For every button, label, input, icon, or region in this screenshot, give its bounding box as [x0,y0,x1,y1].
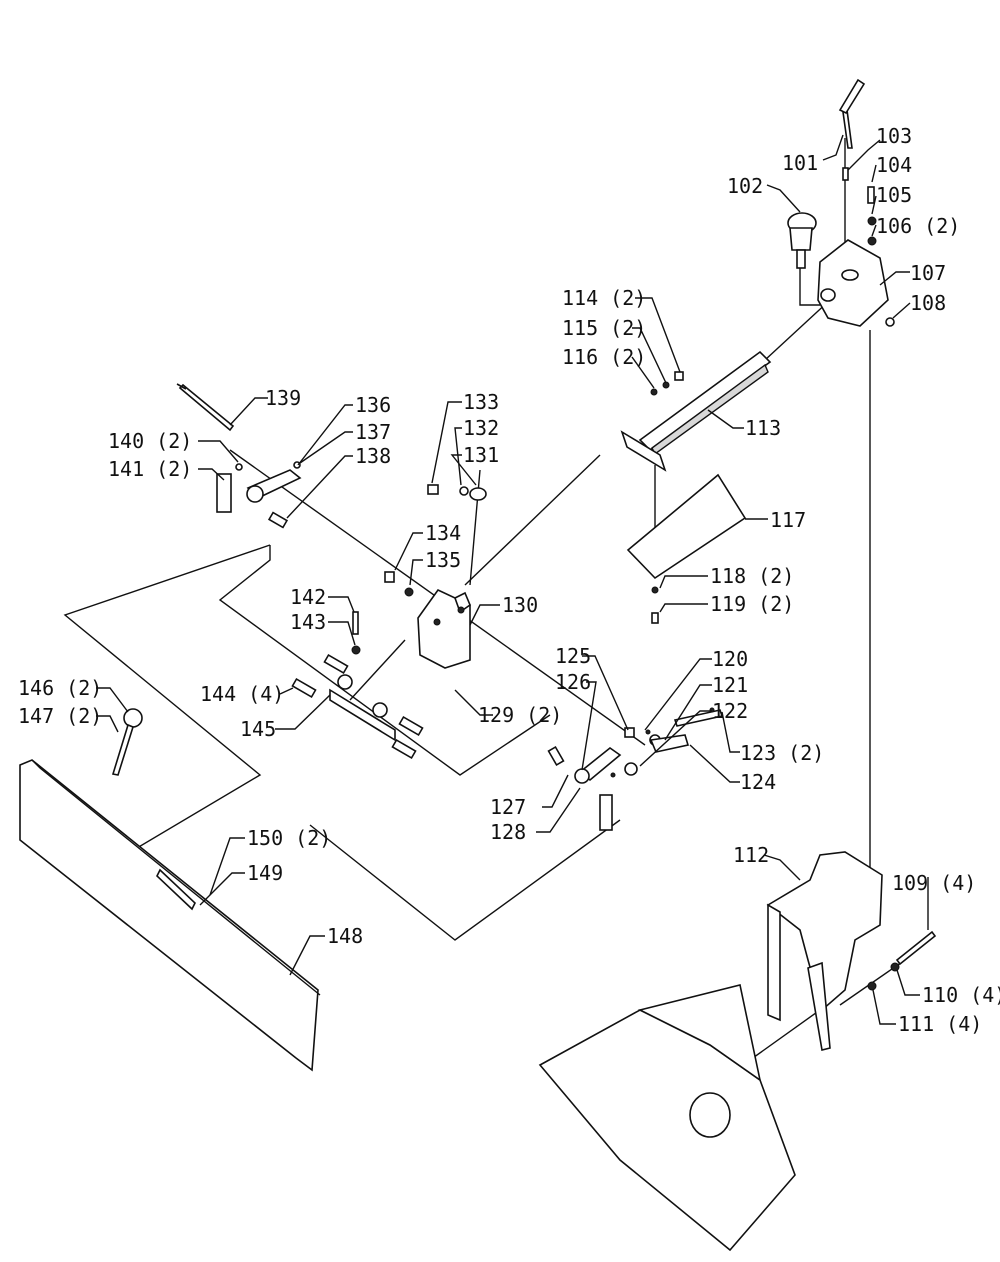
callout-105: 105 [876,183,912,207]
part-148-fence [19,759,321,1072]
callout-112: 112 [733,843,769,867]
callout-131: 131 [463,443,499,467]
callout-107: 107 [910,261,946,285]
part-101-handle [838,78,866,149]
callout-125: 125 [555,644,591,668]
callout-106: 106 (2) [876,214,960,238]
part-113-rail [620,350,772,472]
part-114-116-screws [650,371,684,396]
callout-117: 117 [770,508,806,532]
callout-118: 118 (2) [710,564,794,588]
part-104-105-106-fasteners [842,167,877,246]
part-112-stand [766,851,883,1051]
callout-110: 110 (4) [922,983,1000,1007]
callout-134: 134 [425,521,461,545]
callout-146: 146 (2) [18,676,102,700]
callout-128: 128 [490,820,526,844]
callout-148: 148 [327,924,363,948]
part-144-145-shaft [291,653,424,760]
callout-114: 114 (2) [562,286,646,310]
callout-103: 103 [876,124,912,148]
callout-102: 102 [727,174,763,198]
part-102-knob [787,212,817,269]
part-118-119-screws [651,586,659,624]
callout-129: 129 (2) [478,703,562,727]
callout-132: 132 [463,416,499,440]
callout-136: 136 [355,393,391,417]
part-136-link [246,461,302,529]
callout-122: 122 [712,699,748,723]
part-131-133-parts [427,484,487,501]
part-130-block [417,588,471,669]
callout-140: 140 (2) [108,429,192,453]
callout-141: 141 (2) [108,457,192,481]
part-134-135-parts [384,571,414,597]
part-142-143-screw [351,611,361,655]
part-125-128-link [547,727,635,831]
callout-139: 139 [265,386,301,410]
callout-137: 137 [355,420,391,444]
part-139-rod [176,383,235,432]
callout-113: 113 [745,416,781,440]
callout-150: 150 (2) [247,826,331,850]
part-109-111-bolts [867,930,937,991]
callout-144: 144 (4) [200,682,284,706]
part-140-141-clamp [216,463,243,513]
callout-127: 127 [490,795,526,819]
leader-lines [96,134,929,1025]
callout-124: 124 [740,770,776,794]
callout-126: 126 [555,670,591,694]
callout-115: 115 (2) [562,316,646,340]
callout-108: 108 [910,291,946,315]
callout-109: 109 (4) [892,871,976,895]
callout-133: 133 [463,390,499,414]
callout-142: 142 [290,585,326,609]
callout-119: 119 (2) [710,592,794,616]
callout-123: 123 (2) [740,741,824,765]
callout-120: 120 [712,647,748,671]
part-107-bracket [817,239,895,327]
callout-104: 104 [876,153,912,177]
callout-149: 149 [247,861,283,885]
part-146-147-handle [111,708,143,776]
part-117-plate [626,473,747,580]
callout-101: 101 [782,151,818,175]
callout-138: 138 [355,444,391,468]
callout-labels: 101 102 103 104 105 106 (2) 107 108 114 … [18,124,1000,1036]
callout-143: 143 [290,610,326,634]
callout-147: 147 (2) [18,704,102,728]
callout-116: 116 (2) [562,345,646,369]
callout-130: 130 [502,593,538,617]
callout-111: 111 (4) [898,1012,982,1036]
callout-135: 135 [425,548,461,572]
callout-121: 121 [712,673,748,697]
callout-145: 145 [240,717,276,741]
base [538,984,796,1252]
